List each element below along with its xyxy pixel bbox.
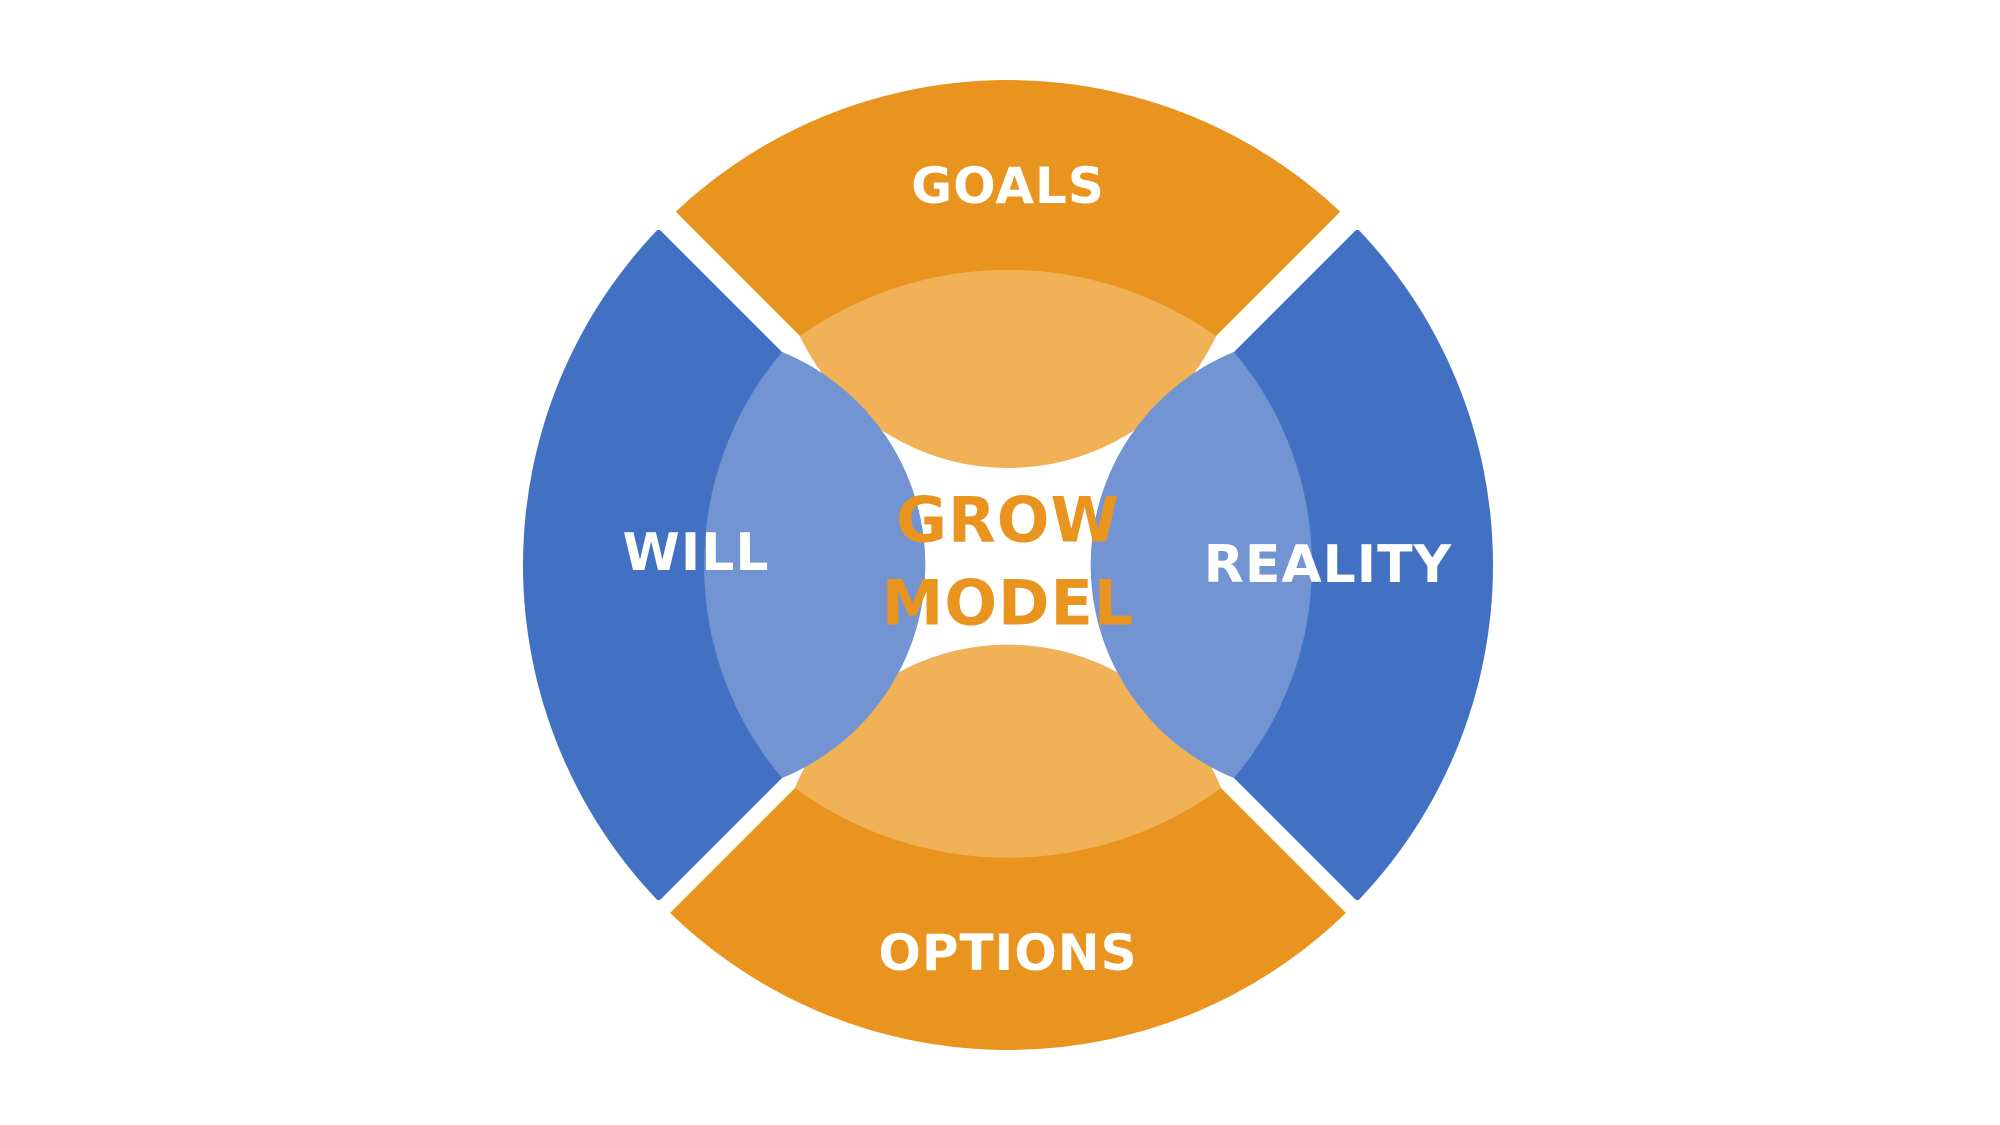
center-title-line-1: GROW bbox=[896, 484, 1120, 557]
will-inner-lens bbox=[704, 352, 926, 778]
reality-inner-lens bbox=[1090, 352, 1312, 778]
reality-label: REALITY bbox=[1204, 535, 1453, 595]
goals-inner-lens bbox=[800, 269, 1216, 468]
options-label: OPTIONS bbox=[878, 924, 1137, 982]
options-inner-lens bbox=[795, 644, 1221, 858]
goals-label: GOALS bbox=[911, 157, 1105, 215]
center-title-line-2: MODEL bbox=[882, 567, 1135, 640]
will-label: WILL bbox=[623, 523, 770, 583]
